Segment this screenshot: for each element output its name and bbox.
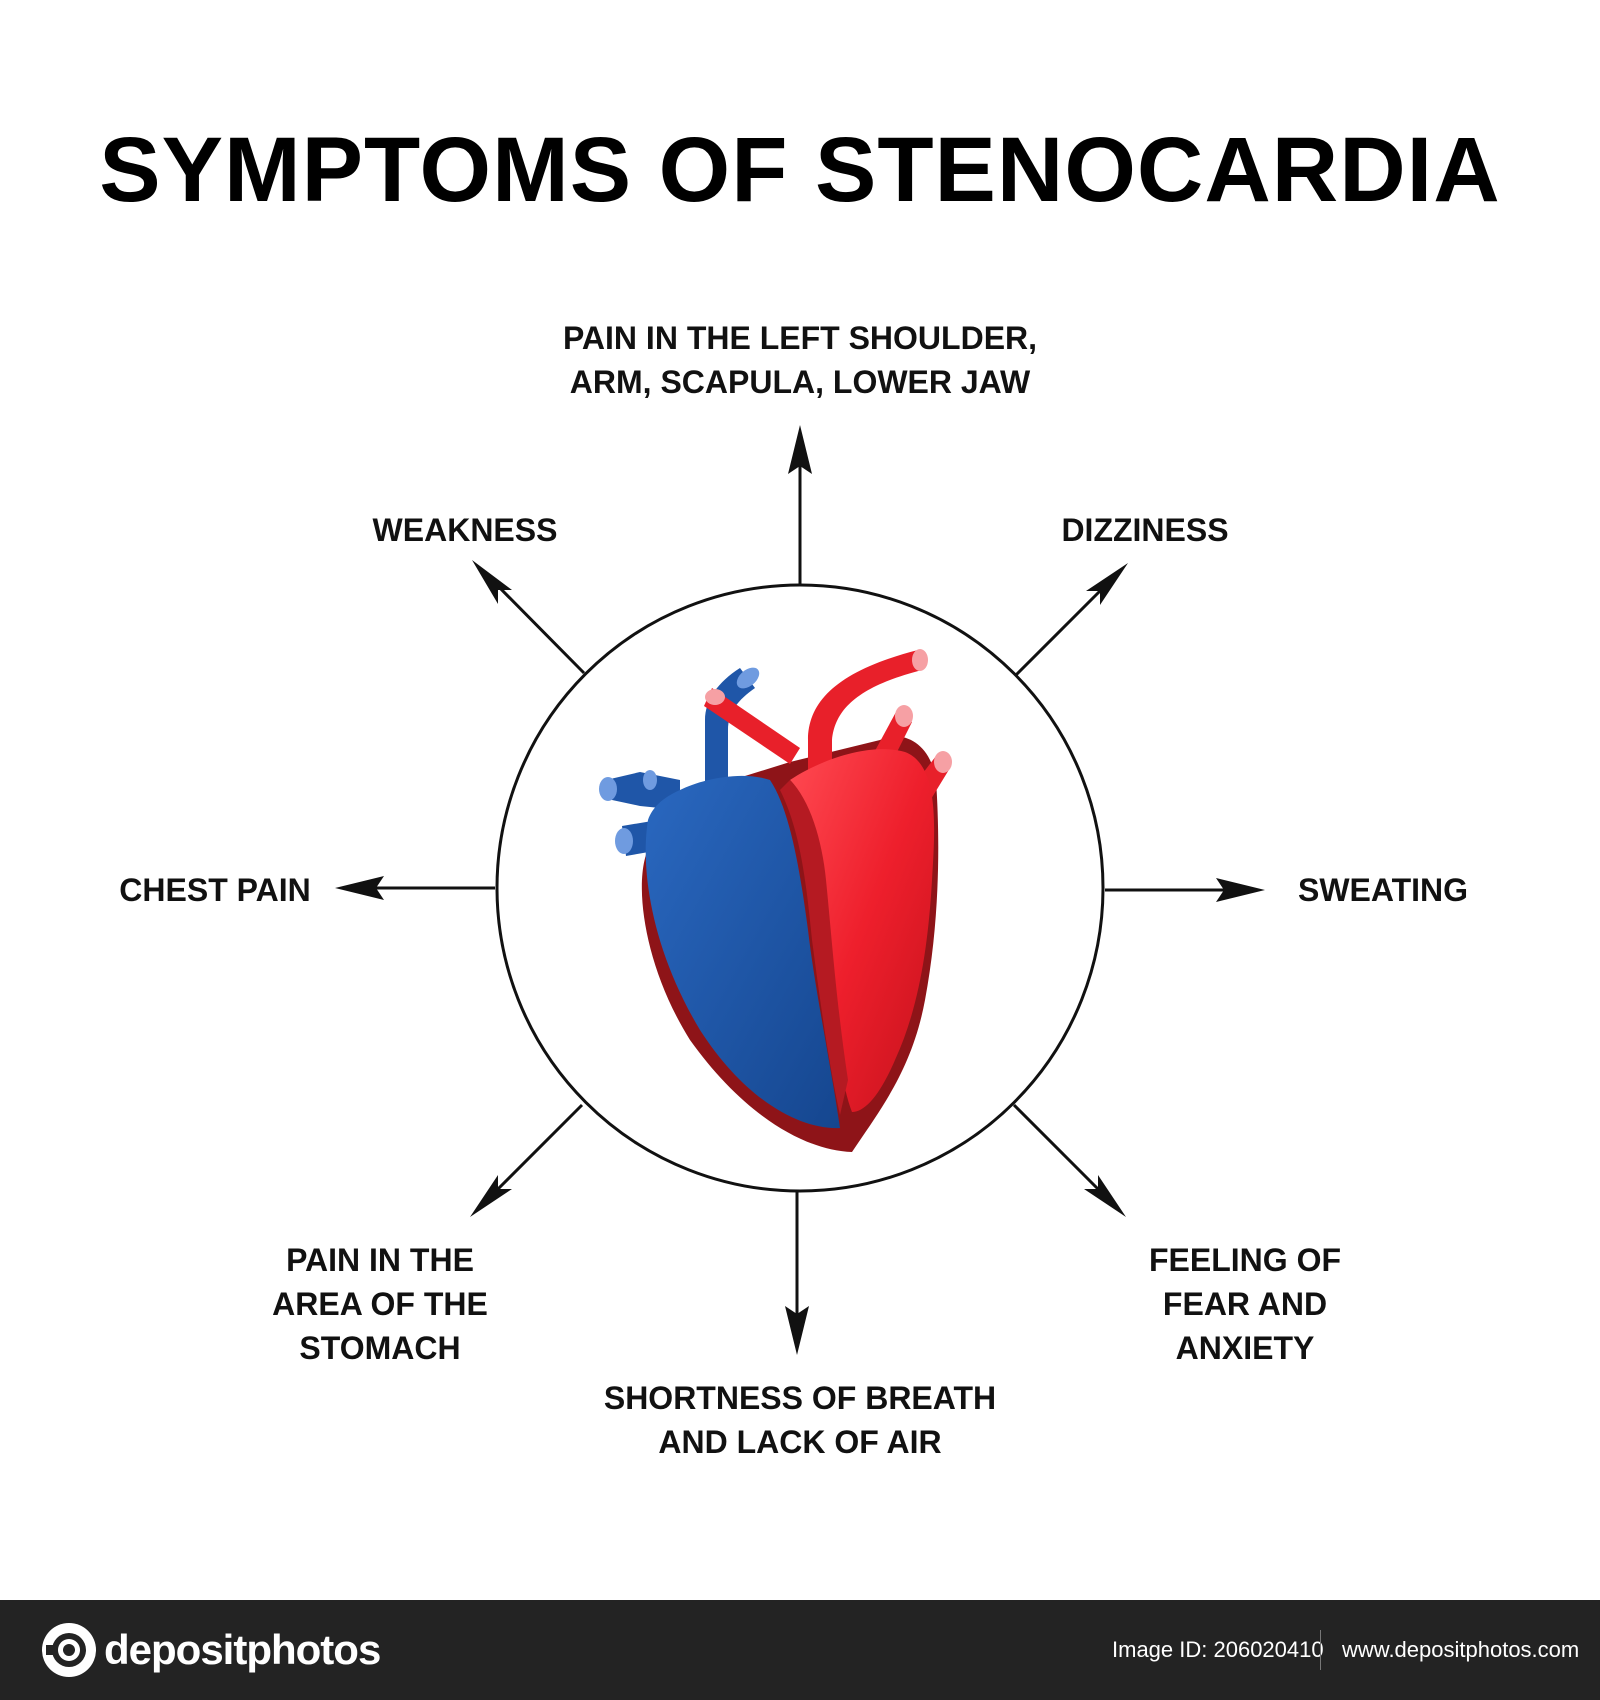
heart-right-side — [645, 775, 840, 1129]
arrow-right — [1105, 878, 1265, 902]
site-link[interactable]: www.depositphotos.com — [1342, 1637, 1580, 1662]
heart-illustration — [599, 649, 952, 1152]
pulmonary-artery-opening — [705, 689, 725, 705]
symptom-breath-line-1: SHORTNESS OF BREATH — [603, 1380, 997, 1416]
footer-divider — [1320, 1630, 1321, 1670]
symptom-stomach-line-3: STOMACH — [299, 1330, 461, 1366]
arrow-bottom-left — [470, 1103, 584, 1217]
branch-opening-1 — [895, 705, 913, 727]
symptom-anxiety-label: FEELING OF FEAR AND ANXIETY — [1120, 1238, 1370, 1370]
brand-logo-text[interactable]: depositphotos — [104, 1626, 381, 1673]
page-title: SYMPTOMS OF STENOCARDIA — [99, 119, 1501, 221]
symptom-chest-pain-text: CHEST PAIN — [119, 872, 311, 908]
symptom-diagram — [335, 425, 1265, 1355]
left-pulmonary-veins — [606, 772, 680, 810]
symptom-weakness-text: WEAKNESS — [372, 512, 558, 548]
symptom-anxiety-line-3: ANXIETY — [1175, 1330, 1315, 1366]
aorta-opening — [912, 649, 928, 671]
symptom-weakness-label: WEAKNESS — [340, 508, 590, 552]
arrow-top-right — [1014, 563, 1128, 677]
camera-logo-icon — [42, 1623, 96, 1677]
symptom-breath-line-2: AND LACK OF AIR — [658, 1424, 942, 1460]
pulmonary-vein-opening-3 — [643, 770, 657, 790]
image-id-text: Image ID: 206020410 — [1112, 1637, 1324, 1662]
symptom-dizziness-text: DIZZINESS — [1061, 512, 1229, 548]
symptom-anxiety-line-1: FEELING OF — [1149, 1242, 1341, 1278]
pulmonary-artery — [704, 688, 800, 764]
symptom-top-line-1: PAIN IN THE LEFT SHOULDER, — [562, 320, 1038, 356]
arrow-top-left — [472, 560, 586, 675]
pulmonary-vein-opening-1 — [599, 777, 617, 801]
symptom-breath-label: SHORTNESS OF BREATH AND LACK OF AIR — [560, 1376, 1040, 1464]
arrow-top — [788, 425, 812, 585]
symptom-dizziness-label: DIZZINESS — [1030, 508, 1260, 552]
symptom-top-label: PAIN IN THE LEFT SHOULDER, ARM, SCAPULA,… — [530, 316, 1070, 404]
symptom-top-line-2: ARM, SCAPULA, LOWER JAW — [569, 364, 1031, 400]
arrow-bottom-right — [1012, 1103, 1126, 1217]
arrow-left — [335, 876, 495, 900]
heart-left-side — [790, 749, 935, 1112]
heart-septum — [780, 780, 848, 1115]
symptom-stomach-label: PAIN IN THE AREA OF THE STOMACH — [250, 1238, 510, 1370]
branch-opening-2 — [934, 751, 952, 773]
symptom-stomach-line-1: PAIN IN THE — [286, 1242, 474, 1278]
pulmonary-vein-opening-2 — [615, 828, 633, 854]
footer-bar: depositphotos Image ID: 206020410 www.de… — [0, 1600, 1600, 1700]
symptom-chest-pain-label: CHEST PAIN — [100, 868, 330, 912]
symptom-anxiety-line-2: FEAR AND — [1162, 1286, 1328, 1322]
symptom-sweating-label: SWEATING — [1278, 868, 1488, 912]
symptom-stomach-line-2: AREA OF THE — [272, 1286, 488, 1322]
symptom-sweating-text: SWEATING — [1297, 872, 1469, 908]
arrow-bottom — [785, 1191, 809, 1355]
vena-cava-opening — [736, 667, 760, 689]
